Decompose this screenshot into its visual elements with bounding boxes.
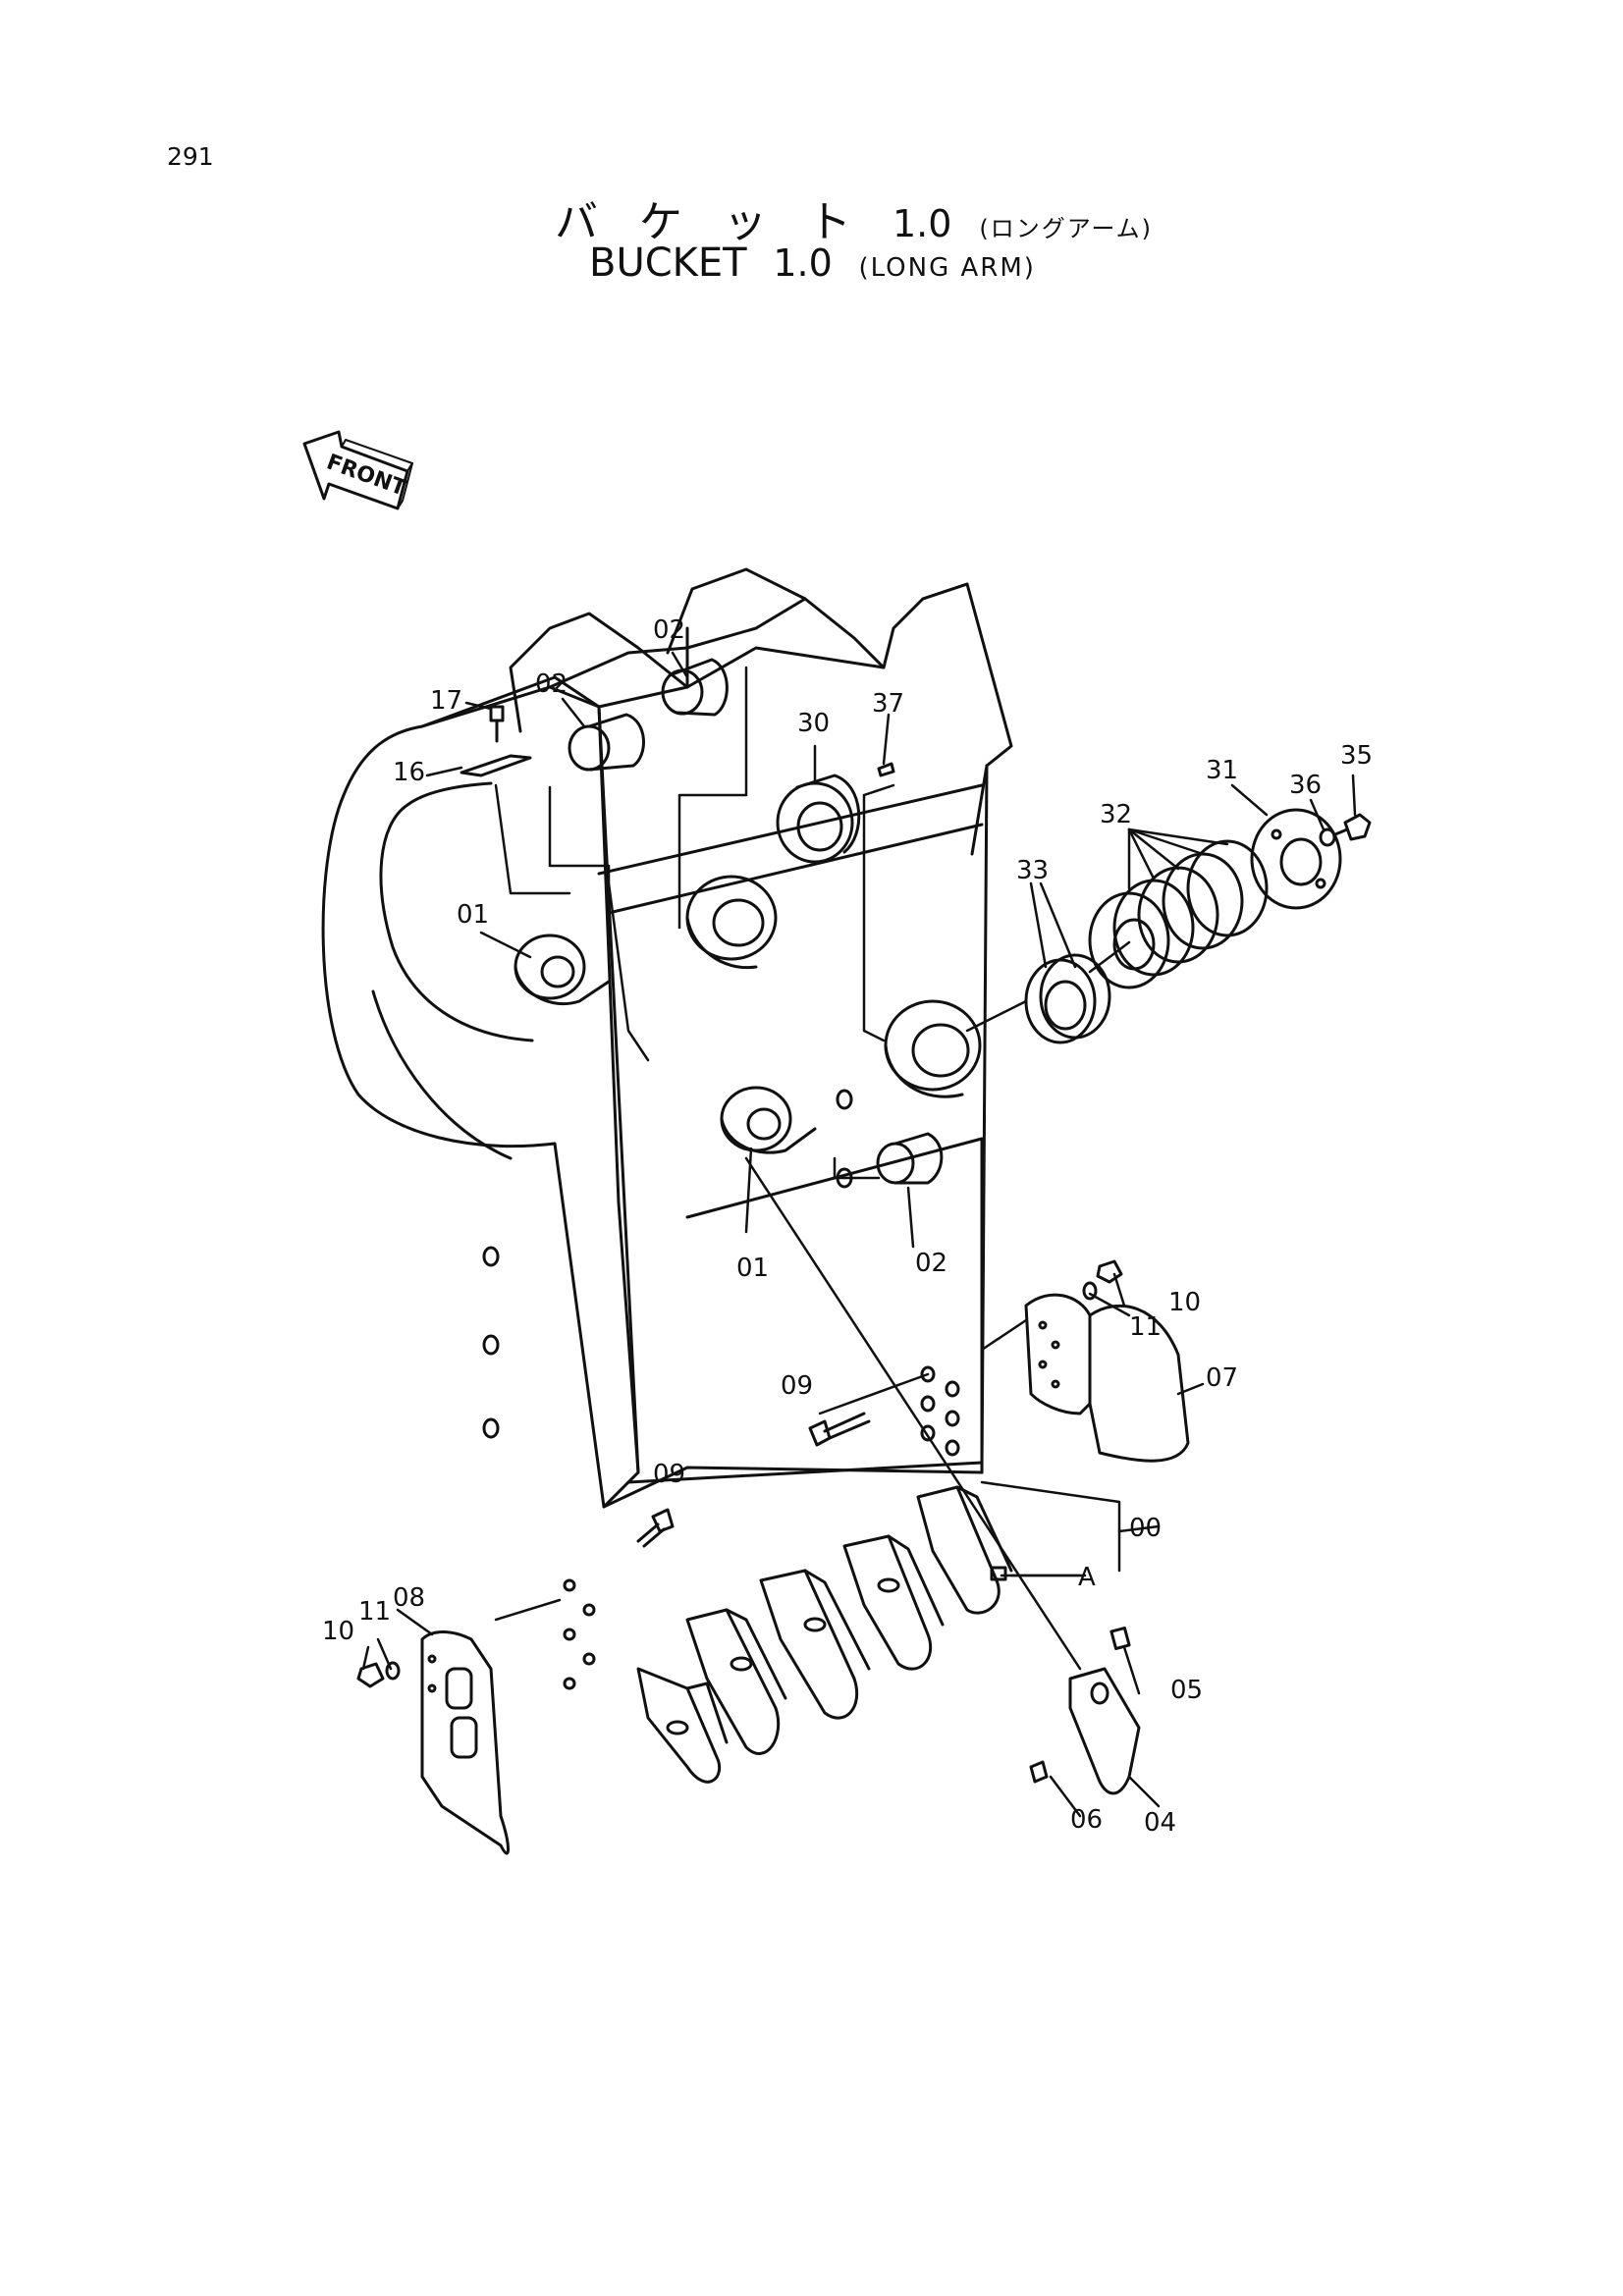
label-part-A: A [1078,1563,1096,1592]
bucket-body [321,567,1013,1690]
washer-36 [1319,828,1336,847]
label-leader-lines [361,651,1357,1818]
plate-31 [1250,808,1342,910]
title-japanese: バ ケ ッ ト 1.0 (ロングアーム) [555,187,1153,249]
label-part-32: 32 [1100,800,1132,829]
nut-10-left [356,1662,385,1688]
bushing-02-top-left [568,713,645,772]
label-part-08: 08 [393,1583,425,1613]
label-part-01-upper: 01 [457,900,489,930]
tooth-5 [916,1485,1013,1615]
bucket-teeth [636,1485,1013,1784]
assembly-leader-lines [494,666,1131,1671]
collar-30 [776,774,861,864]
label-part-30: 30 [797,709,830,738]
label-part-16: 16 [393,758,425,787]
title-jp-number: 1.0 [892,202,952,245]
plate-16 [460,754,532,777]
label-part-02-left: 02 [535,669,568,699]
tooth-3 [759,1569,871,1720]
tooth-04 [1068,1667,1141,1795]
bushing-02-top-right [661,658,729,717]
title-en-sub: (LONG ARM) [858,253,1036,283]
label-part-04: 04 [1144,1808,1176,1838]
label-part-33: 33 [1016,856,1049,885]
boss-right-lower [884,999,982,1098]
tooth-4 [842,1534,945,1671]
label-part-37: 37 [872,689,904,719]
label-part-35: 35 [1340,741,1373,771]
label-part-01-lower: 01 [736,1254,769,1283]
title-jp-main: バ ケ ッ ト [555,197,865,247]
label-part-17: 17 [430,686,462,716]
label-part-36: 36 [1289,771,1322,800]
label-part-10-left: 10 [322,1617,354,1646]
side-cutter-07 [1024,1293,1190,1463]
washer-11-left [385,1661,401,1681]
title-english: BUCKET 1.0 (LONG ARM) [589,240,1036,286]
label-part-02-lower: 02 [915,1249,947,1278]
label-part-09-left: 09 [653,1460,685,1489]
label-part-11-left: 11 [358,1597,391,1627]
title-en-number: 1.0 [773,241,833,285]
label-part-31: 31 [1206,756,1238,785]
bolt-09-left [636,1508,675,1548]
title-en-main: BUCKET [589,240,747,286]
title-jp-sub: (ロングアーム) [979,215,1153,242]
label-part-00: 00 [1129,1514,1162,1543]
side-cutter-08 [420,1630,510,1855]
part-labels: 00 01 01 02 02 02 04 05 06 07 08 09 09 1… [322,615,1373,1838]
boss-left-upper [514,934,611,1006]
page-number: 291 [167,142,214,171]
bushing-02-lower [876,1132,944,1185]
boss-center-lower [720,1086,817,1154]
label-part-11-right: 11 [1129,1312,1162,1342]
label-part-10-right: 10 [1168,1288,1201,1317]
pin-05 [1109,1626,1131,1651]
label-part-07: 07 [1206,1363,1238,1393]
label-part-02-right: 02 [653,615,685,645]
washer-11-right [1082,1281,1098,1301]
bolt-17 [489,705,505,743]
front-arrow-icon: FRONT [302,430,413,510]
tooth-1 [636,1667,729,1784]
lock-06 [1029,1760,1049,1784]
tooth-2 [685,1608,787,1755]
bolt-09-right [808,1412,871,1447]
nut-10-right [1096,1259,1123,1284]
pin-37 [877,762,895,777]
shim-stack-32 [1088,839,1269,989]
boss-right-upper [685,875,778,970]
bolt-35 [1333,813,1372,841]
label-part-06: 06 [1070,1805,1103,1835]
label-part-05: 05 [1170,1676,1203,1705]
label-part-09-right: 09 [781,1371,813,1401]
